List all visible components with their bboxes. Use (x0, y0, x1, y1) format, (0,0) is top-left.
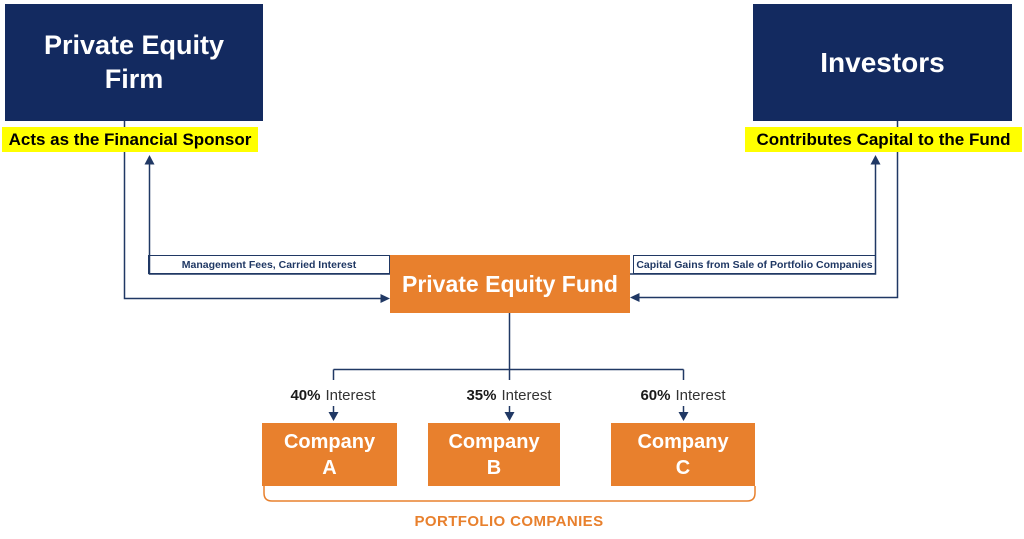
arrowhead-left-to-fund-icon (630, 293, 640, 302)
interest-word-b: Interest (501, 386, 552, 404)
investors-box: Investors (753, 4, 1012, 121)
investors-caption-highlight: Contributes Capital to the Fund (745, 127, 1022, 152)
company-b-name: Company (448, 430, 540, 453)
interest-word-c: Interest (675, 386, 726, 404)
portfolio-bracket (263, 486, 756, 502)
flow-line-fund-to-investors (630, 163, 877, 275)
company-b-box: Company B (428, 423, 560, 486)
flow-line-firm-to-fund (123, 121, 381, 300)
arrowhead-down-company-a-icon (328, 412, 339, 421)
interest-pct-c: 60% (640, 386, 671, 404)
management-fees-label: Management Fees, Carried Interest (148, 255, 390, 274)
company-c-box: Company C (611, 423, 755, 486)
interest-label-company-c: 60% Interest (618, 386, 748, 404)
interest-label-company-a: 40% Interest (268, 386, 398, 404)
flow-line-fund-to-firm (148, 163, 390, 275)
portfolio-companies-label: PORTFOLIO COMPANIES (414, 512, 604, 530)
interest-pct-a: 40% (290, 386, 321, 404)
private-equity-firm-box: Private Equity Firm (5, 4, 263, 121)
flow-line-investors-to-fund (639, 121, 899, 299)
flow-line-fund-to-companies (332, 313, 685, 380)
company-a-box: Company A (262, 423, 397, 486)
capital-gains-label: Capital Gains from Sale of Portfolio Com… (633, 255, 876, 274)
firm-caption-highlight: Acts as the Financial Sponsor (2, 127, 258, 152)
investors-title: Investors (820, 46, 945, 78)
private-equity-fund-title: Private Equity Fund (402, 270, 618, 297)
company-b-letter: B (486, 456, 502, 479)
arrowhead-down-company-b-icon (504, 412, 515, 421)
interest-pct-b: 35% (466, 386, 497, 404)
company-a-name: Company (283, 430, 376, 453)
company-a-letter: A (322, 456, 337, 479)
company-c-letter: C (675, 456, 691, 479)
private-equity-firm-title: Private Equity Firm (43, 29, 225, 94)
arrowhead-right-to-fund-icon (380, 294, 390, 303)
arrowhead-up-to-firm-icon (144, 155, 155, 165)
arrowhead-up-to-investors-icon (870, 155, 881, 165)
company-c-name: Company (637, 430, 729, 453)
arrowhead-down-company-c-icon (678, 412, 689, 421)
interest-word-a: Interest (325, 386, 376, 404)
interest-label-company-b: 35% Interest (444, 386, 574, 404)
private-equity-fund-box: Private Equity Fund (390, 255, 630, 313)
